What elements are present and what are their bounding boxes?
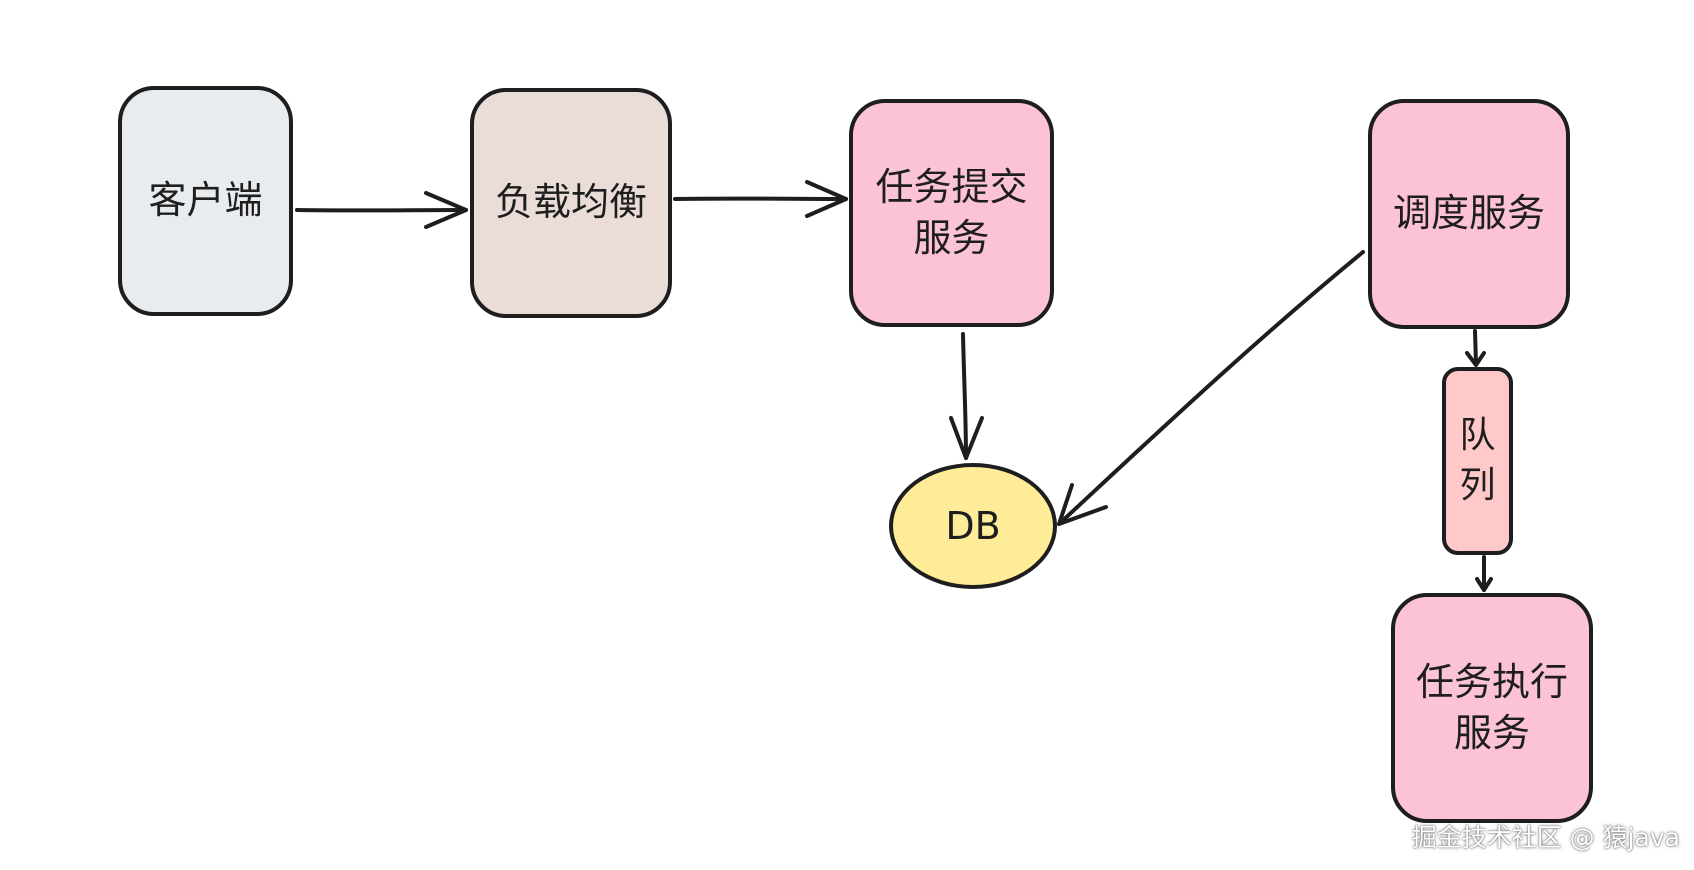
node-load-balancer: 负载均衡	[470, 88, 672, 318]
edge-queue-to-task-exec	[1475, 555, 1493, 592]
node-task-submit-service: 任务提交 服务	[849, 99, 1054, 327]
edge-scheduler-to-queue	[1465, 329, 1486, 367]
edge-load-balancer-to-task-submit	[673, 180, 848, 218]
edge-client-to-load-balancer	[295, 191, 468, 229]
edge-scheduler-to-db	[1057, 250, 1365, 526]
watermark-text: 掘金技术社区 @ 猿java	[1411, 823, 1680, 852]
node-queue: 队 列	[1442, 367, 1513, 555]
node-task-exec-service: 任务执行 服务	[1391, 593, 1593, 823]
edge-task-submit-to-db	[949, 332, 984, 460]
node-scheduler-service: 调度服务	[1368, 99, 1570, 329]
node-client: 客户端	[118, 86, 293, 316]
node-db: DB	[889, 463, 1057, 589]
